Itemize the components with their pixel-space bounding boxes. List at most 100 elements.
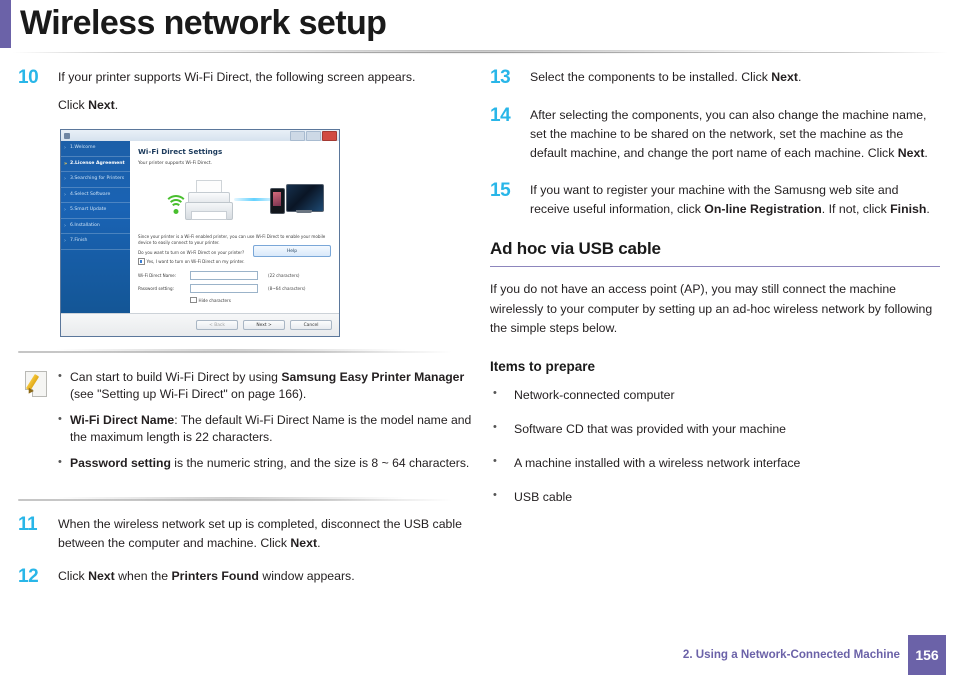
- header-divider: [12, 50, 948, 57]
- step-text: After selecting the components, you can …: [530, 106, 940, 163]
- section-heading-rule: [490, 266, 940, 267]
- page-number-badge: 156: [908, 635, 946, 675]
- note-item: Wi-Fi Direct Name: The default Wi-Fi Dir…: [56, 411, 480, 446]
- step-number: 10: [18, 67, 39, 88]
- close-icon[interactable]: [322, 131, 337, 141]
- wifi-direct-illustration: [138, 172, 331, 230]
- note-top-divider: [18, 349, 480, 357]
- checkbox-icon[interactable]: [190, 296, 197, 304]
- wifi-dot: [173, 209, 179, 214]
- note-pencil-icon: [22, 370, 56, 398]
- sidebar-item-select-software[interactable]: 4.Select Software: [61, 188, 130, 203]
- screenshot-figure: 1.Welcome 2.License Agreement 3.Searchin…: [60, 129, 480, 337]
- page-footer: 2. Using a Network-Connected Machine 156: [0, 629, 954, 675]
- step-number: 13: [490, 67, 511, 88]
- note-text-bold: Password setting: [70, 456, 171, 470]
- hide-characters-checkbox[interactable]: Hide characters: [138, 296, 331, 304]
- turn-on-wifi-direct-checkbox[interactable]: Yes, I want to turn on Wi-Fi Direct on m…: [138, 258, 331, 265]
- header-accent-bar: [0, 0, 11, 48]
- step-text-part: Select the components to be installed. C…: [530, 70, 772, 84]
- list-item: Network-connected computer: [490, 384, 940, 404]
- step-number: 15: [490, 180, 511, 201]
- hide-characters-label: Hide characters: [198, 297, 231, 303]
- wifi-direct-name-hint: (22 characters): [268, 272, 300, 278]
- left-column: 10 If your printer supports Wi-Fi Direct…: [18, 68, 480, 601]
- step-11: 11 When the wireless network set up is c…: [18, 515, 480, 553]
- step-text-bold: Next: [290, 536, 318, 550]
- dialog-sidebar: 1.Welcome 2.License Agreement 3.Searchin…: [61, 141, 130, 336]
- note-text-bold: Samsung Easy Printer Manager: [281, 370, 465, 384]
- wifi-arc-middle: [167, 199, 185, 216]
- maximize-icon[interactable]: [306, 131, 321, 141]
- page-header: Wireless network setup: [0, 0, 954, 62]
- password-setting-label: Password setting:: [138, 285, 174, 291]
- sidebar-item-installation[interactable]: 6.Installation: [61, 219, 130, 234]
- password-setting-input[interactable]: [190, 283, 258, 293]
- wifi-arc-outer: [164, 195, 188, 219]
- note-box: Can start to build Wi-Fi Direct by using…: [18, 367, 480, 481]
- help-button[interactable]: Help: [253, 245, 331, 257]
- step-text-line2: Click Next.: [58, 96, 480, 115]
- wifi-direct-dialog: 1.Welcome 2.License Agreement 3.Searchin…: [60, 129, 340, 337]
- step-number: 12: [18, 566, 39, 587]
- step-text-part: .: [926, 202, 930, 216]
- note-text-part: is the numeric string, and the size is 8…: [170, 456, 470, 470]
- step-text: If your printer supports Wi-Fi Direct, t…: [58, 68, 480, 115]
- step-number: 11: [18, 514, 38, 535]
- note-item: Password setting is the numeric string, …: [56, 454, 480, 472]
- wifi-direct-name-row: Wi-Fi Direct Name: (22 characters): [138, 270, 331, 280]
- step-text-part: window appears.: [258, 569, 355, 583]
- tablet-icon: [286, 184, 324, 212]
- smartphone-icon: [270, 188, 285, 214]
- sidebar-item-license-agreement[interactable]: 2.License Agreement: [61, 157, 130, 172]
- app-icon: [64, 132, 70, 139]
- step-text-bold: Next: [897, 146, 925, 160]
- sidebar-item-welcome[interactable]: 1.Welcome: [61, 141, 130, 157]
- window-controls: [290, 131, 337, 141]
- next-button[interactable]: Next >: [243, 320, 285, 330]
- note-item: Can start to build Wi-Fi Direct by using…: [56, 368, 480, 403]
- minimize-icon[interactable]: [290, 131, 305, 141]
- dialog-content: Wi-Fi Direct Settings Your printer suppo…: [130, 141, 339, 314]
- step-text-part: . If not, click: [821, 202, 891, 216]
- wifi-signal-icon: [164, 194, 188, 216]
- note-text-bold: Wi-Fi Direct Name: [70, 413, 175, 427]
- step-text-bold: On-line Registration: [704, 202, 822, 216]
- connection-beam: [234, 198, 274, 201]
- wifi-arc-inner: [170, 203, 182, 214]
- checkbox-icon[interactable]: [138, 258, 145, 265]
- step-text-bold: Printers Found: [171, 569, 259, 583]
- sidebar-item-searching-for-printers[interactable]: 3.Searching for Printers: [61, 172, 130, 188]
- back-button[interactable]: < Back: [196, 320, 238, 330]
- step-text-bold: Next: [88, 569, 115, 583]
- step-text-part: .: [797, 70, 802, 84]
- step-14: 14 After selecting the components, you c…: [490, 106, 940, 163]
- step-text: If you want to register your machine wit…: [530, 181, 940, 219]
- step-text-part: When the wireless network set up is comp…: [58, 517, 462, 550]
- password-setting-hint: (8~64 characters): [268, 285, 306, 291]
- sidebar-item-finish[interactable]: 7.Finish: [61, 234, 130, 250]
- list-item: USB cable: [490, 486, 940, 506]
- checkbox-label: Yes, I want to turn on Wi-Fi Direct on m…: [146, 259, 245, 265]
- section-paragraph: If you do not have an access point (AP),…: [490, 282, 933, 335]
- note-list: Can start to build Wi-Fi Direct by using…: [56, 368, 480, 481]
- printer-icon: [184, 180, 233, 222]
- step-text: Click Next when the Printers Found windo…: [58, 567, 480, 587]
- step-10: 10 If your printer supports Wi-Fi Direct…: [18, 68, 480, 115]
- cancel-button[interactable]: Cancel: [290, 320, 332, 330]
- wifi-direct-name-input[interactable]: [190, 270, 258, 280]
- dialog-footer: < Back Next > Cancel: [61, 313, 339, 336]
- sidebar-item-smart-update[interactable]: 5.Smart Update: [61, 203, 130, 219]
- step-text-bold: Finish: [890, 202, 927, 216]
- step-text: Select the components to be installed. C…: [530, 68, 940, 88]
- dialog-question: Do you want to turn on Wi-Fi Direct on y…: [138, 250, 245, 256]
- dialog-heading: Wi-Fi Direct Settings: [138, 147, 223, 156]
- note-bottom-divider: [18, 497, 480, 505]
- step-text-part: Click: [58, 98, 89, 112]
- step-number: 14: [490, 105, 511, 126]
- step-13: 13 Select the components to be installed…: [490, 68, 940, 88]
- printer-tray: [191, 211, 227, 220]
- password-setting-row: Password setting: (8~64 characters): [138, 283, 331, 293]
- step-text-part: .: [114, 98, 119, 112]
